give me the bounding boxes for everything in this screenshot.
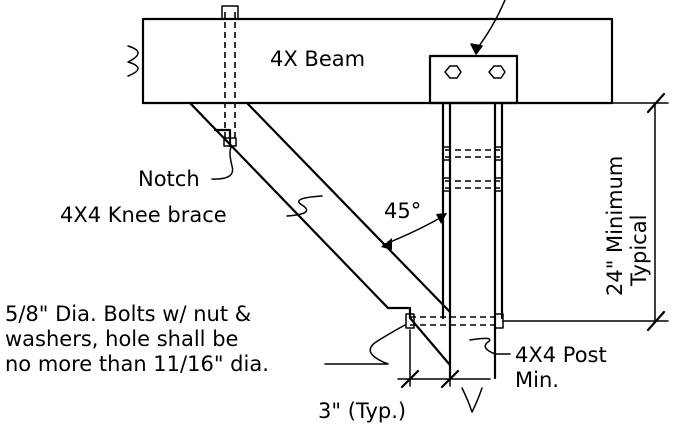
height-dimension — [502, 92, 669, 332]
bolts-leader — [324, 324, 406, 365]
bolts-label-line3: no more than 11/16" dia. — [5, 352, 269, 376]
notch-leader — [211, 145, 234, 180]
post-cap — [428, 0, 519, 320]
post-label-line2: Min. — [515, 368, 559, 392]
spacing-label: 3" (Typ.) — [318, 399, 406, 423]
typical-label: Typical — [627, 215, 651, 287]
knee-brace-leader — [286, 195, 323, 217]
post-bolts — [405, 146, 504, 329]
beam — [127, 17, 614, 105]
spacing-dimension — [397, 329, 491, 389]
post-break-symbol — [461, 387, 483, 413]
cap-bolt-left — [444, 65, 462, 79]
beam-label: 4X Beam — [270, 47, 365, 71]
post-label-line1: 4X4 Post — [515, 343, 607, 367]
cap-leader-arrow — [475, 0, 506, 51]
bolts-label-line1: 5/8" Dia. Bolts w/ nut & — [5, 302, 251, 326]
top-through-bolt — [221, 5, 239, 147]
knee-brace-label: 4X4 Knee brace — [60, 203, 227, 227]
angle-indicator — [381, 213, 447, 250]
angle-label: 45° — [384, 199, 421, 223]
notch-label: Notch — [138, 167, 200, 191]
cap-bolt-right — [488, 65, 506, 79]
minimum-label: 24" Minimum — [603, 156, 627, 296]
bolts-label-line2: washers, hole shall be — [5, 327, 238, 351]
beam-break-symbol — [127, 45, 139, 77]
post-leader — [469, 337, 511, 355]
knee-brace — [188, 101, 452, 367]
